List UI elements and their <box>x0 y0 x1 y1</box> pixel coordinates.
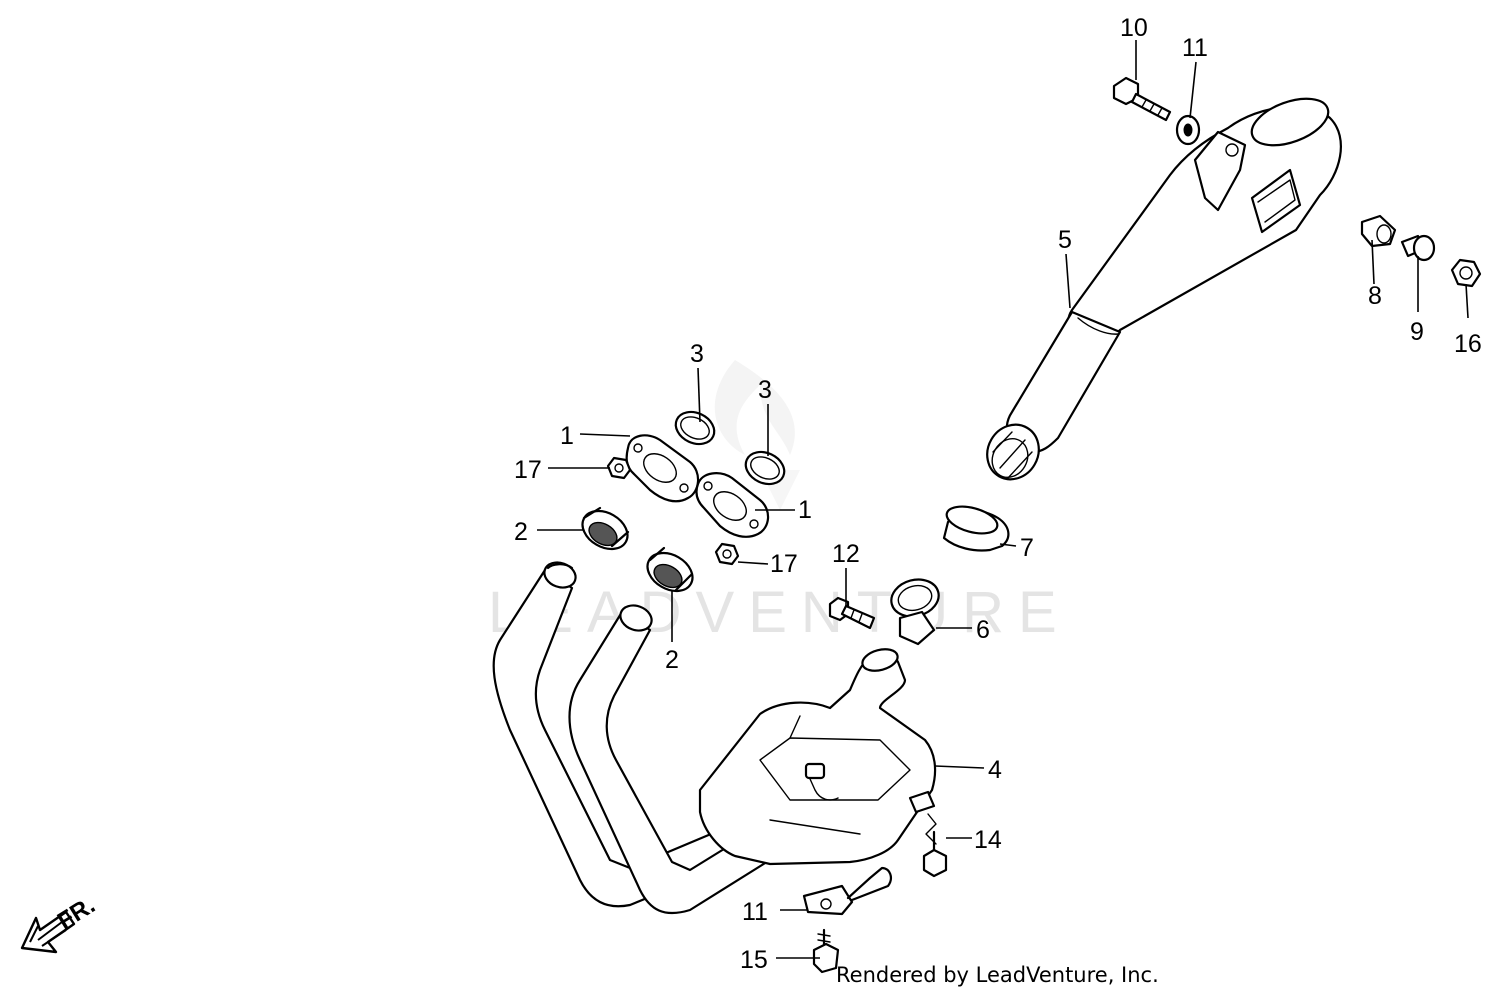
callout-2-lower: 2 <box>665 646 679 674</box>
callout-4: 4 <box>988 756 1002 784</box>
bolt-part-14 <box>922 813 948 878</box>
callout-11: 12 <box>832 540 860 568</box>
callout-12: 10 <box>1120 14 1148 42</box>
gasket-sleeve-part-7 <box>942 505 1010 552</box>
callout-6: 6 <box>976 616 990 644</box>
leader-lines <box>537 40 1469 959</box>
nut-part-17-lower <box>714 542 740 566</box>
nut-part-17-upper <box>606 456 632 480</box>
callout-13: 11 <box>1182 34 1208 62</box>
bolt-part-15 <box>812 928 840 974</box>
callout-10: 11 <box>742 898 768 926</box>
callout-labels: 10 11 5 8 9 16 3 3 1 1 17 17 2 2 7 12 6 … <box>514 14 1482 974</box>
render-credit: Rendered by LeadVenture, Inc. <box>836 963 1159 987</box>
clamp-band-part-6 <box>890 578 940 646</box>
callout-8: 8 <box>1368 282 1382 310</box>
joint-collar-part-2-lower <box>646 546 694 593</box>
callout-9: 9 <box>1410 318 1424 346</box>
muffler-part-5 <box>986 97 1342 481</box>
callout-14: 14 <box>974 826 1002 854</box>
callout-3-left: 3 <box>690 340 704 368</box>
callout-7: 7 <box>1020 534 1034 562</box>
callout-5: 5 <box>1058 226 1072 254</box>
callout-15: 15 <box>740 946 768 974</box>
gasket-part-3-right <box>744 450 786 486</box>
nut-part-16 <box>1450 258 1482 288</box>
bracket-part-10 <box>802 866 892 916</box>
callout-1-lower: 1 <box>798 496 812 524</box>
watermark-text: LEADVENTURE <box>488 580 1071 645</box>
bolt-part-12 <box>1112 76 1172 122</box>
front-direction-arrow-icon: FR. <box>20 892 100 954</box>
callout-17-lower: 17 <box>770 550 798 578</box>
exhaust-pipe-assembly-part-4 <box>492 561 937 915</box>
gasket-part-3-left <box>674 410 716 446</box>
flange-part-1-upper <box>625 434 700 503</box>
callout-3-right: 3 <box>758 376 772 404</box>
callout-1-upper: 1 <box>560 422 574 450</box>
callout-2-upper: 2 <box>514 518 528 546</box>
flange-part-1-lower <box>695 472 770 538</box>
callout-17-upper: 17 <box>514 456 542 484</box>
collar-part-8 <box>1360 214 1397 248</box>
bolt-part-11 <box>828 596 876 630</box>
callout-16: 16 <box>1454 330 1482 358</box>
bolt-part-9 <box>1400 234 1436 262</box>
joint-collar-part-2-upper <box>581 506 630 551</box>
washer-part-13 <box>1175 114 1201 146</box>
